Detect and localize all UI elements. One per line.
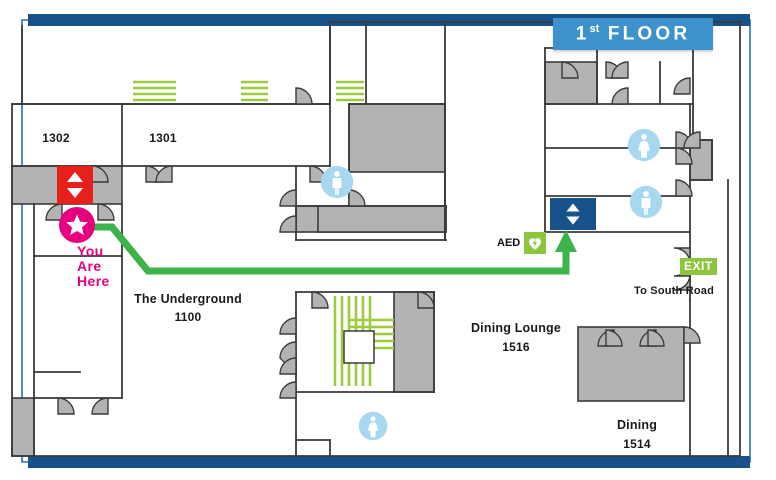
stair-top-a [133,80,176,102]
floor-ordinal-suffix: st [589,22,600,35]
service-blocks [11,61,713,457]
accessible-route [84,223,577,275]
floor-ordinal: 1 [575,23,590,45]
you-are-here-line-3: Here [77,273,110,289]
floor-word: FLOOR [607,23,691,45]
aed-label: AED [497,237,521,249]
restroom-men-icon [320,165,354,199]
restroom-women-icon [627,128,661,162]
room-name-underground: The Underground [134,292,242,306]
floor-banner-text: 1st FLOOR [576,23,691,45]
room-number-1516: 1516 [502,340,530,354]
restroom-men-icon [629,185,663,219]
restroom-women-icon [358,411,388,441]
you-are-here-marker[interactable] [59,207,95,243]
you-are-here-label: You Are Here [77,244,110,289]
door-swings [45,61,701,415]
you-are-here-line-2: Are [77,258,102,274]
room-name-dining-lounge: Dining Lounge [470,321,562,335]
elevator-icon [566,203,580,225]
stair-top-b [241,80,268,102]
elevator-icon [67,172,83,198]
aed-heart-bolt-icon [524,232,547,254]
room-number-1301: 1301 [149,131,177,145]
star-icon [66,214,88,235]
stair-top-c [336,80,364,102]
elevator-blue[interactable] [550,198,596,230]
floor-banner: 1st FLOOR [553,18,713,50]
room-number-1100: 1100 [174,310,202,324]
room-name-dining: Dining [616,418,658,432]
you-are-here-line-1: You [77,243,104,259]
aed-group[interactable]: AED [497,232,547,254]
walls [11,21,741,457]
elevator-red[interactable] [57,166,93,204]
stairs [133,80,394,386]
exit-sign-icon: EXIT [680,258,717,275]
frame-bottom-bar [28,456,750,468]
route-arrowhead [555,230,577,252]
exit-destination-label: To South Road [634,285,714,297]
room-number-1514: 1514 [623,437,651,451]
room-number-1302: 1302 [42,131,70,145]
